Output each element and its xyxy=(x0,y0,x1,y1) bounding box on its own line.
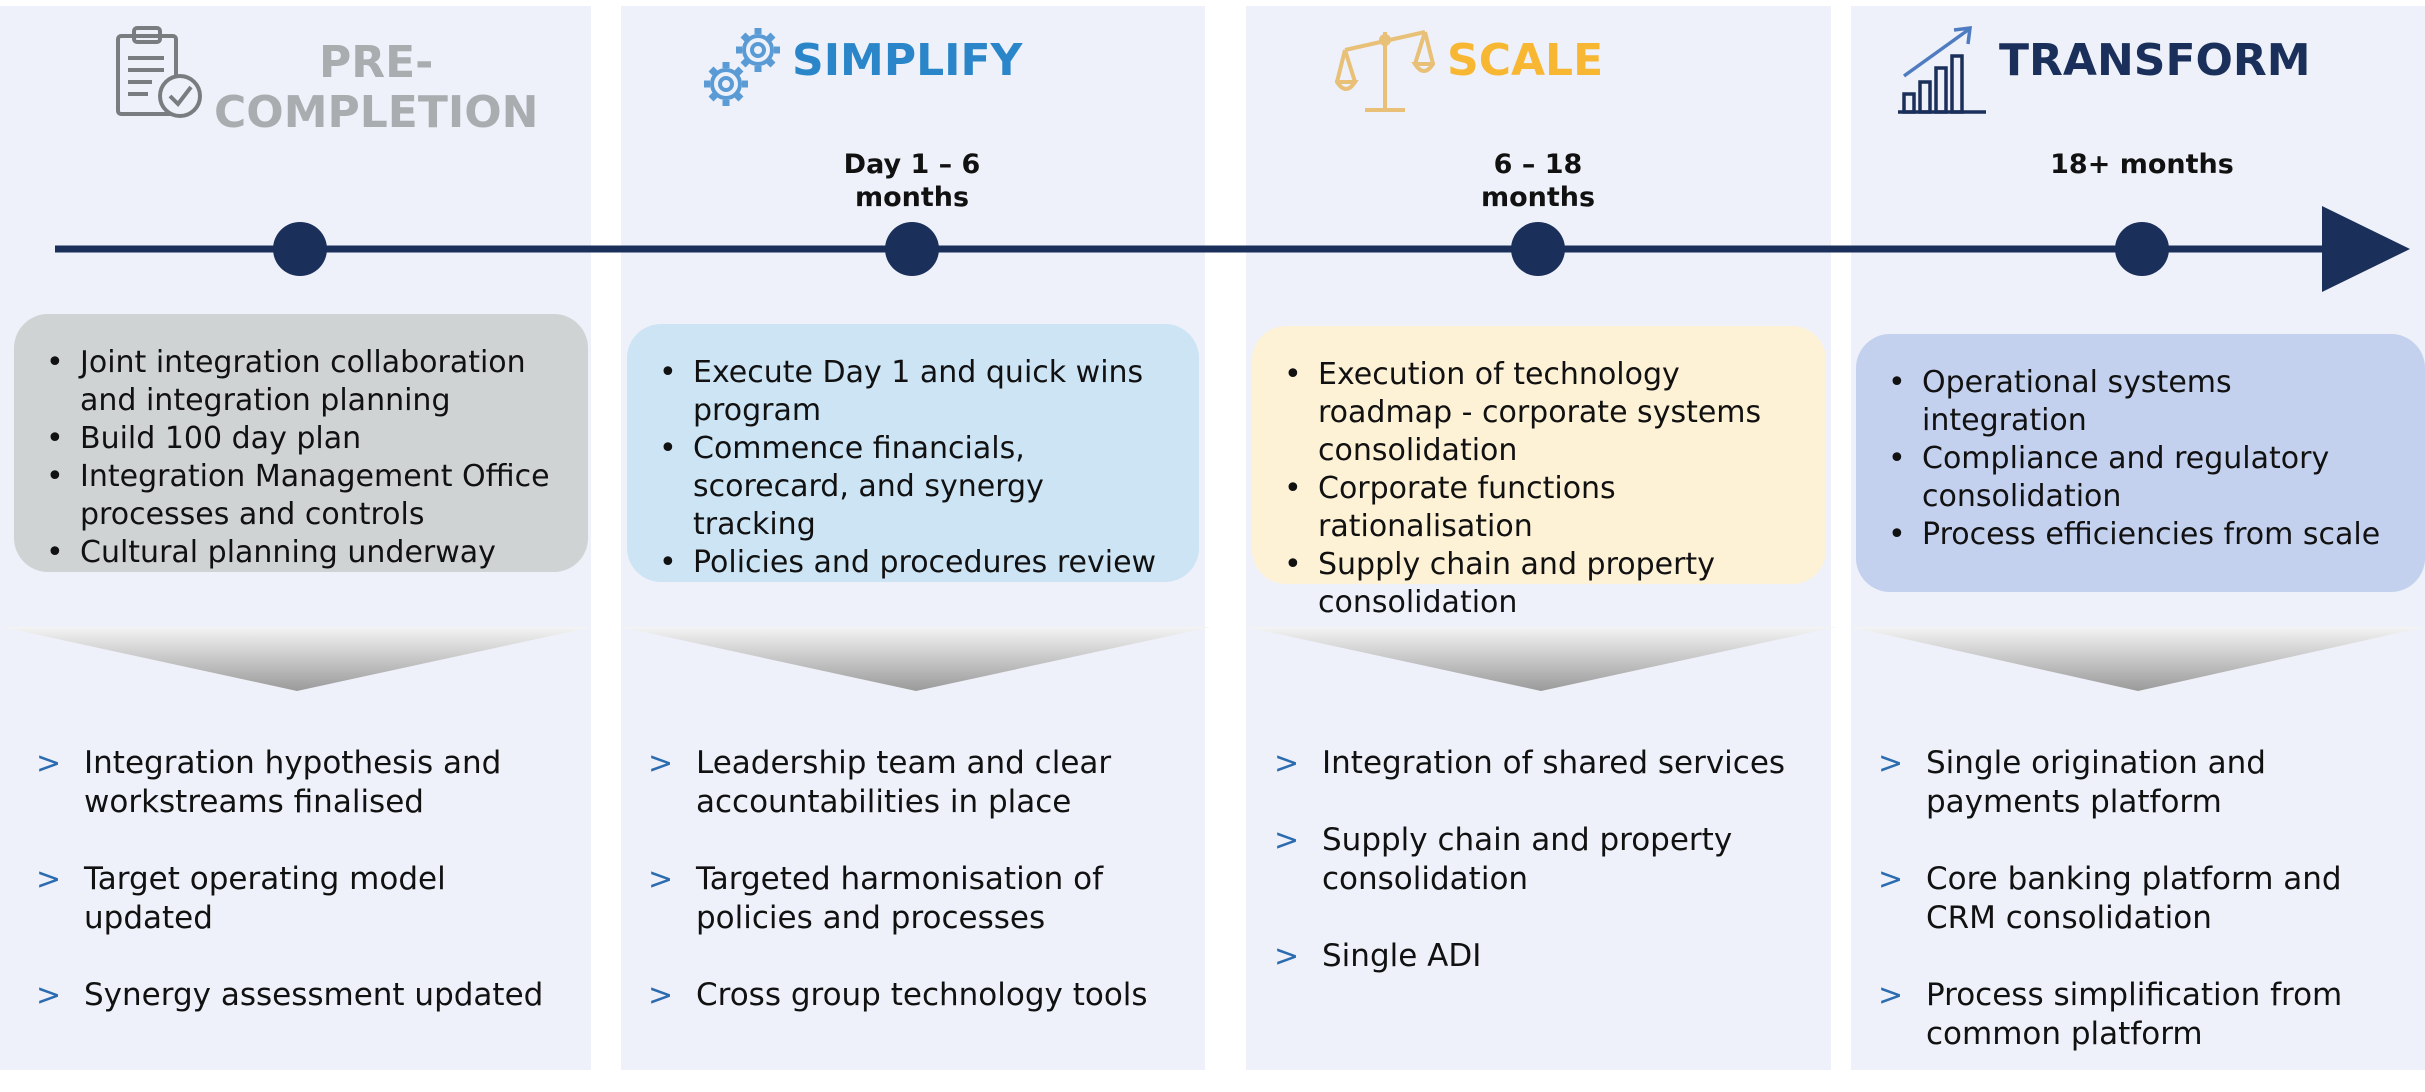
outcome-item: > Leadership team and clear accountabilit… xyxy=(648,744,1188,822)
outcome-item: > Cross group technology tools xyxy=(648,976,1188,1015)
title-line-2: COMPLETION xyxy=(214,87,539,138)
outcome-text: Leadership team and clear accountabiliti… xyxy=(696,745,1112,820)
chevron-right-icon: > xyxy=(648,978,674,1013)
chevron-right-icon: > xyxy=(648,746,674,781)
period-line-2: months xyxy=(854,182,970,213)
outcome-item: > Integration hypothesis and workstreams … xyxy=(36,744,576,822)
growth-chart-icon xyxy=(1898,25,1986,114)
outcome-item: > Target operating model updated xyxy=(36,860,576,938)
outcome-item: > Supply chain and property consolidation xyxy=(1274,821,1814,899)
outcome-item: > Single ADI xyxy=(1274,937,1814,976)
activity-item: Process efficiencies from scale xyxy=(1888,516,2401,554)
title-line-1: PRE- xyxy=(318,37,434,88)
funnel-chevron-transform xyxy=(1851,627,2425,691)
column-title-pre-completion: PRE- COMPLETION xyxy=(214,38,538,138)
activities-box-simplify: Execute Day 1 and quick wins program Com… xyxy=(627,324,1199,582)
activity-item: Compliance and regulatory consolidation xyxy=(1888,440,2401,516)
activity-item: Cultural planning underway xyxy=(46,534,564,572)
chevron-right-icon: > xyxy=(648,862,674,897)
outcomes-list-simplify: > Leadership team and clear accountabilit… xyxy=(648,744,1188,1053)
outcomes-list-pre-completion: > Integration hypothesis and workstreams … xyxy=(36,744,576,1053)
outcome-item: > Integration of shared services xyxy=(1274,744,1814,783)
outcome-item: > Core banking platform and CRM consolida… xyxy=(1878,860,2418,938)
activities-list: Joint integration collaboration and inte… xyxy=(38,344,564,572)
outcomes-list-scale: > Integration of shared services > Supply … xyxy=(1274,744,1814,1014)
activities-box-scale: Execution of technology roadmap - corpor… xyxy=(1252,326,1826,620)
activity-item: Build 100 day plan xyxy=(46,420,564,458)
timeline-arrowhead xyxy=(2322,206,2410,292)
chevron-right-icon: > xyxy=(1878,978,1904,1013)
activity-item: Commence financials, scorecard, and syne… xyxy=(659,430,1175,544)
period-line-2: months xyxy=(1480,182,1596,213)
outcome-item: > Synergy assessment updated xyxy=(36,976,576,1015)
activities-list: Execute Day 1 and quick wins program Com… xyxy=(651,354,1175,582)
activities-list: Execution of technology roadmap - corpor… xyxy=(1276,356,1802,622)
activity-item: Supply chain and property consolidation xyxy=(1284,546,1802,622)
outcome-text: Cross group technology tools xyxy=(696,977,1148,1013)
outcome-text: Synergy assessment updated xyxy=(84,977,544,1013)
milestone-pre-completion xyxy=(273,222,327,276)
funnel-chevron-scale xyxy=(1246,627,1836,691)
outcome-text: Core banking platform and CRM consolidat… xyxy=(1926,861,2342,936)
outcome-text: Single ADI xyxy=(1322,938,1482,974)
activity-item: Integration Management Office processes … xyxy=(46,458,564,534)
column-title-transform: TRANSFORM xyxy=(1999,35,2311,86)
column-title-simplify: SIMPLIFY xyxy=(792,35,1023,86)
milestone-simplify xyxy=(885,222,939,276)
outcome-text: Target operating model updated xyxy=(84,861,446,936)
chevron-right-icon: > xyxy=(36,746,62,781)
outcome-text: Integration of shared services xyxy=(1322,745,1786,781)
gears-icon xyxy=(704,28,780,106)
timeline xyxy=(55,206,2410,292)
activity-item: Operational systems integration xyxy=(1888,364,2401,440)
outcome-item: > Process simplification from common plat… xyxy=(1878,976,2418,1054)
funnel-chevron-simplify xyxy=(621,627,1211,691)
period-label-simplify: Day 1 – 6 months xyxy=(812,148,1012,214)
milestone-transform xyxy=(2115,222,2169,276)
outcome-text: Process simplification from common platf… xyxy=(1926,977,2343,1052)
activity-item: Policies and procedures review xyxy=(659,544,1175,582)
outcome-item: > Targeted harmonisation of policies and … xyxy=(648,860,1188,938)
outcomes-list-transform: > Single origination and payments platfor… xyxy=(1878,744,2418,1092)
chevron-right-icon: > xyxy=(1274,939,1300,974)
period-line-1: Day 1 – 6 xyxy=(843,149,981,180)
chevron-right-icon: > xyxy=(1878,746,1904,781)
outcome-item: > Single origination and payments platfor… xyxy=(1878,744,2418,822)
activity-item: Execution of technology roadmap - corpor… xyxy=(1284,356,1802,470)
clipboard-check-icon xyxy=(116,26,202,118)
outcome-text: Targeted harmonisation of policies and p… xyxy=(696,861,1104,936)
milestone-scale xyxy=(1511,222,1565,276)
activity-item: Execute Day 1 and quick wins program xyxy=(659,354,1175,430)
funnel-chevron-pre-completion xyxy=(2,627,592,691)
period-label-scale: 6 – 18 months xyxy=(1438,148,1638,214)
chevron-right-icon: > xyxy=(1878,862,1904,897)
chevron-right-icon: > xyxy=(36,978,62,1013)
activities-list: Operational systems integration Complian… xyxy=(1880,364,2401,554)
outcome-text: Single origination and payments platform xyxy=(1926,745,2266,820)
chevron-right-icon: > xyxy=(36,862,62,897)
outcome-text: Integration hypothesis and workstreams f… xyxy=(84,745,502,820)
activity-item: Corporate functions rationalisation xyxy=(1284,470,1802,546)
outcome-text: Supply chain and property consolidation xyxy=(1322,822,1733,897)
chevron-right-icon: > xyxy=(1274,823,1300,858)
activities-box-transform: Operational systems integration Complian… xyxy=(1856,334,2425,592)
activities-box-pre-completion: Joint integration collaboration and inte… xyxy=(14,314,588,572)
column-title-scale: SCALE xyxy=(1447,35,1604,86)
chevron-right-icon: > xyxy=(1274,746,1300,781)
balance-scale-icon xyxy=(1335,30,1435,112)
period-line-1: 6 – 18 xyxy=(1493,149,1583,180)
period-line-1: 18+ months xyxy=(2050,149,2234,180)
period-label-transform: 18+ months xyxy=(2042,148,2242,181)
activity-item: Joint integration collaboration and inte… xyxy=(46,344,564,420)
